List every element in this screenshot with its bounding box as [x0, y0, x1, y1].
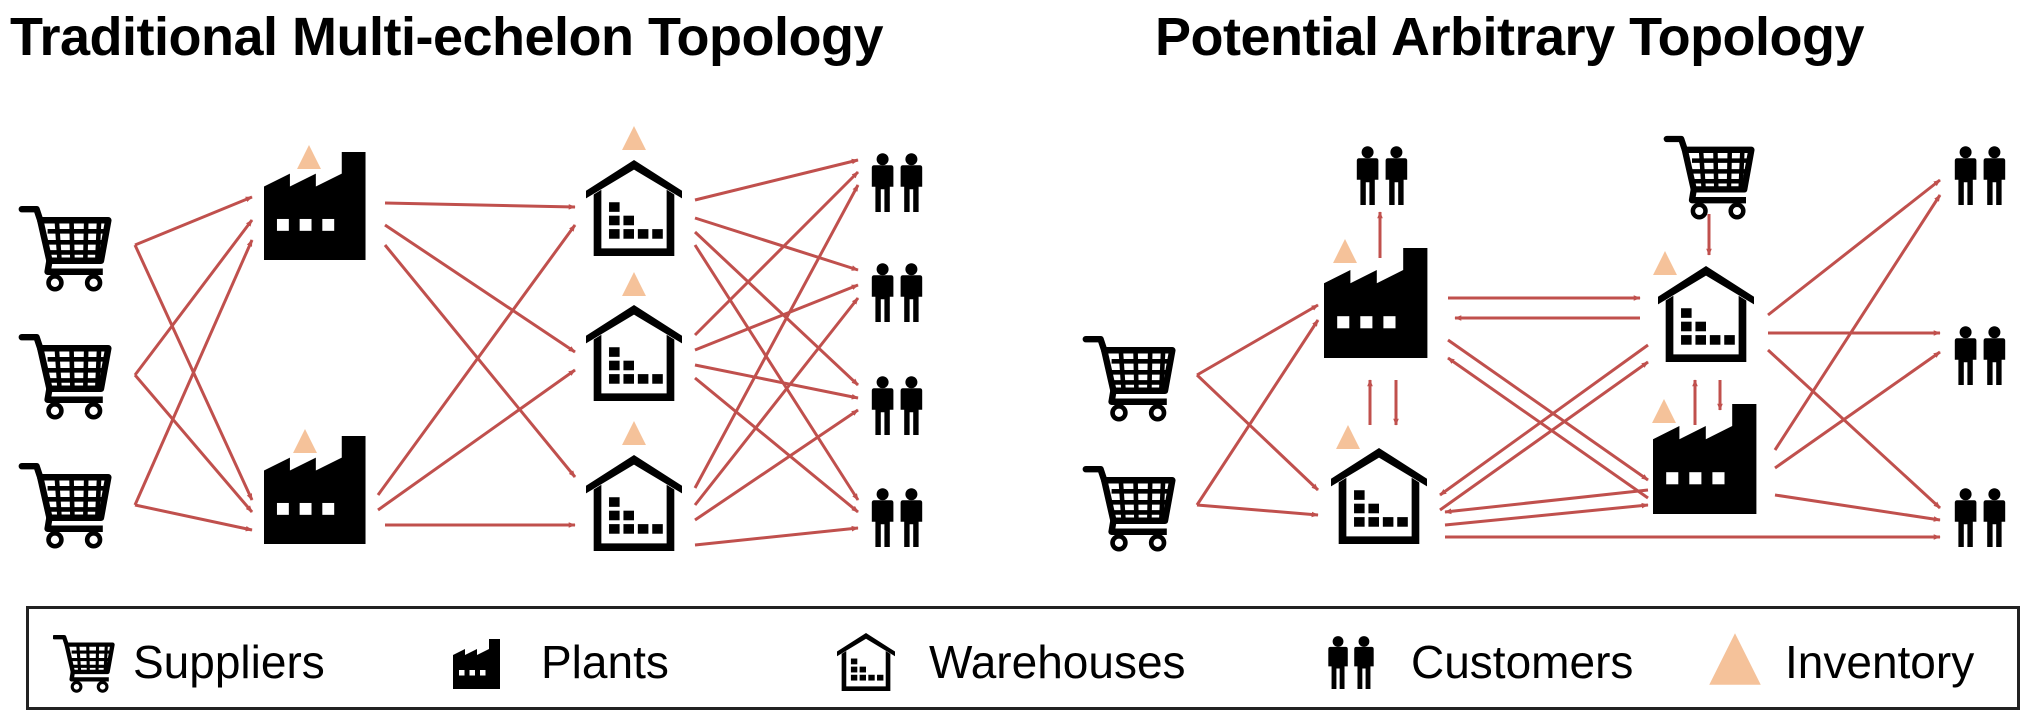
customers-icon — [1954, 326, 2006, 385]
legend-customers-label: Customers — [1411, 636, 1634, 688]
shopping-cart-icon — [1086, 339, 1172, 419]
inventory-triangle-icon — [1705, 631, 1765, 687]
factory-icon — [453, 639, 503, 689]
inventory-triangle-icon — [1333, 239, 1357, 263]
edge — [384, 201, 576, 210]
edge — [133, 219, 254, 376]
right-edges — [1195, 178, 1942, 540]
edge — [693, 230, 860, 387]
warehouse-icon — [1331, 448, 1427, 544]
edge — [694, 158, 859, 202]
edge — [694, 216, 859, 272]
shopping-cart-icon — [22, 337, 108, 417]
inventory-triangle-icon — [622, 272, 646, 296]
edge — [383, 244, 577, 478]
customers-icon — [871, 376, 923, 435]
legend-inventory-label: Inventory — [1785, 636, 1975, 688]
customers-icon — [1954, 488, 2006, 547]
warehouse-icon — [586, 160, 682, 256]
title-arbitrary-topology: Potential Arbitrary Topology — [1155, 7, 1865, 67]
edge — [694, 283, 859, 352]
inventory-triangle-icon — [297, 145, 321, 169]
edge — [1447, 356, 1649, 500]
edge — [377, 368, 576, 512]
shopping-cart-icon — [22, 466, 108, 546]
inventory-triangle-icon — [1336, 425, 1360, 449]
edge — [694, 408, 859, 522]
legend-suppliers-label: Suppliers — [133, 636, 325, 688]
customers-icon — [1954, 146, 2006, 205]
inventory-triangle-icon — [1653, 251, 1677, 275]
edge — [1774, 493, 1941, 522]
edge — [134, 195, 253, 247]
edge — [694, 525, 859, 547]
inventory-triangle-icon — [622, 421, 646, 445]
factory-icon — [1324, 248, 1428, 358]
edge — [133, 239, 254, 506]
shopping-cart-icon — [53, 631, 115, 693]
edge — [1444, 488, 1649, 515]
customers-icon — [1356, 146, 1408, 205]
right-nodes — [1086, 139, 2006, 549]
shopping-cart-icon — [22, 209, 108, 289]
edge — [134, 503, 253, 532]
inventory-triangle-icon — [293, 429, 317, 453]
edge — [1774, 350, 1941, 470]
warehouse-icon — [835, 633, 897, 691]
edge — [693, 244, 860, 501]
edge — [1444, 502, 1649, 527]
customers-icon — [871, 153, 923, 212]
edge — [1196, 303, 1319, 377]
edge — [694, 376, 859, 514]
edge — [376, 224, 577, 496]
warehouse-icon — [586, 455, 682, 551]
edge — [1767, 178, 1941, 317]
shopping-cart-icon — [1086, 469, 1172, 549]
legend-plants-label: Plants — [541, 636, 669, 688]
legend-warehouses-label: Warehouses — [929, 636, 1186, 688]
title-traditional-topology: Traditional Multi-echelon Topology — [10, 7, 883, 67]
edge — [1196, 503, 1319, 518]
edge — [693, 184, 860, 489]
edge — [1773, 194, 1942, 451]
left-nodes — [22, 126, 923, 551]
left-edges — [133, 158, 860, 547]
edge — [1195, 373, 1320, 492]
warehouse-icon — [1658, 266, 1754, 362]
inventory-triangle-icon — [622, 126, 646, 150]
inventory-triangle-icon — [1652, 399, 1676, 423]
shopping-cart-icon — [1667, 139, 1752, 217]
edge — [133, 374, 254, 513]
edge — [694, 363, 859, 400]
edge — [384, 223, 576, 354]
customers-icon — [871, 488, 923, 547]
customers-icon — [1321, 635, 1381, 689]
edge — [693, 170, 860, 337]
legend: Suppliers Plants Warehouses Customers In… — [26, 606, 2020, 710]
warehouse-icon — [586, 305, 682, 401]
edge — [1447, 338, 1649, 482]
edge — [1439, 343, 1649, 497]
customers-icon — [871, 263, 923, 322]
edge — [693, 297, 860, 506]
topology-diagram — [0, 126, 2006, 600]
edge — [1195, 319, 1320, 506]
edge — [1439, 360, 1649, 512]
edge — [1766, 348, 1942, 510]
